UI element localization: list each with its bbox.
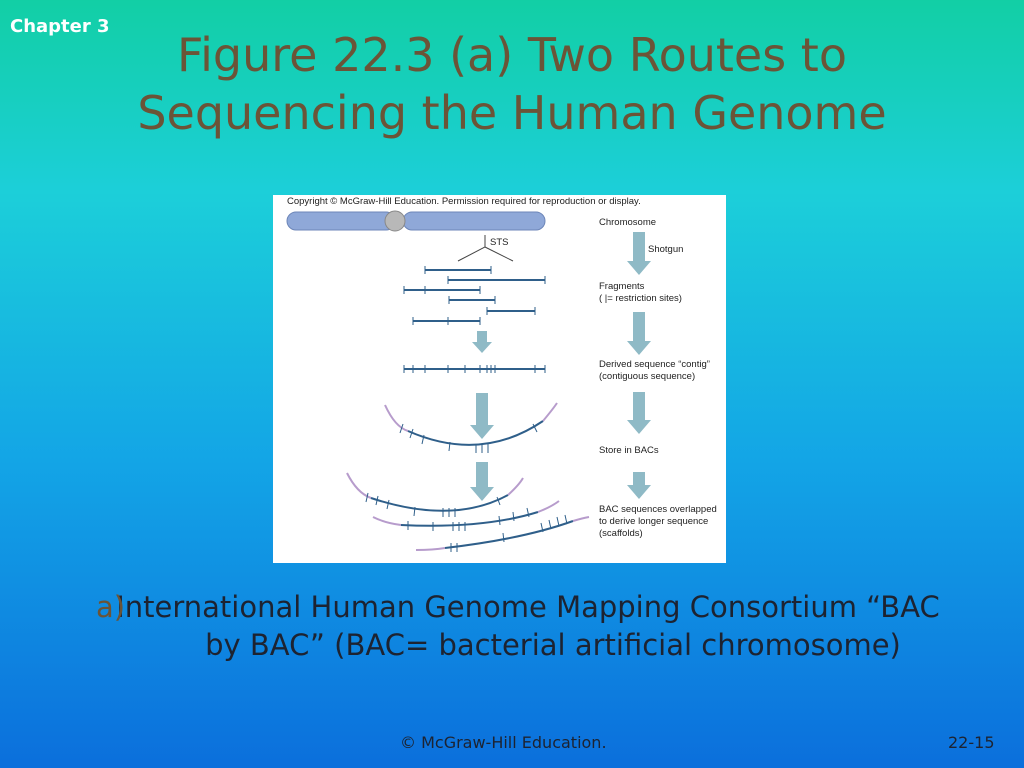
step-store-bacs: Store in BACs xyxy=(599,445,659,456)
genome-sequencing-figure: Copyright © McGraw-Hill Education. Permi… xyxy=(273,195,726,563)
bac-clone xyxy=(384,402,558,453)
chromosome xyxy=(286,210,546,232)
step-scaffold-3: (scaffolds) xyxy=(599,528,643,539)
slide-title: Figure 22.3 (a) Two Routes to Sequencing… xyxy=(60,26,964,142)
center-arrows xyxy=(470,331,494,501)
title-line-2: Sequencing the Human Genome xyxy=(137,86,887,140)
step-chromosome: Chromosome xyxy=(599,217,656,228)
page-number: 22-15 xyxy=(948,733,995,752)
figure-copyright: Copyright © McGraw-Hill Education. Permi… xyxy=(287,196,641,207)
restriction-sites xyxy=(403,266,546,325)
step-scaffold-1: BAC sequences overlapped xyxy=(599,504,717,515)
step-shotgun: Shotgun xyxy=(648,244,683,255)
title-line-1: Figure 22.3 (a) Two Routes to xyxy=(177,28,847,82)
step-contig-note: (contiguous sequence) xyxy=(599,371,695,382)
caption-text: International Human Genome Mapping Conso… xyxy=(116,590,940,662)
step-contig: Derived sequence “contig” xyxy=(599,359,710,370)
contig xyxy=(403,365,546,373)
caption-marker: a) xyxy=(96,590,126,624)
sts-bracket xyxy=(457,235,514,262)
sts-label: STS xyxy=(490,237,508,248)
step-fragments: Fragments xyxy=(599,281,645,292)
fragments xyxy=(404,269,545,322)
figure-diagram: Copyright © McGraw-Hill Education. Permi… xyxy=(286,196,717,552)
step-fragments-note: ( |= restriction sites) xyxy=(599,293,682,304)
step-scaffold-2: to derive longer sequence xyxy=(599,516,708,527)
chapter-label: Chapter 3 xyxy=(10,16,110,37)
step-arrows xyxy=(627,232,651,499)
caption: a) International Human Genome Mapping Co… xyxy=(96,588,956,664)
footer-copyright: © McGraw-Hill Education. xyxy=(400,733,607,752)
bac-scaffolds xyxy=(346,472,590,552)
centromere xyxy=(384,210,406,232)
